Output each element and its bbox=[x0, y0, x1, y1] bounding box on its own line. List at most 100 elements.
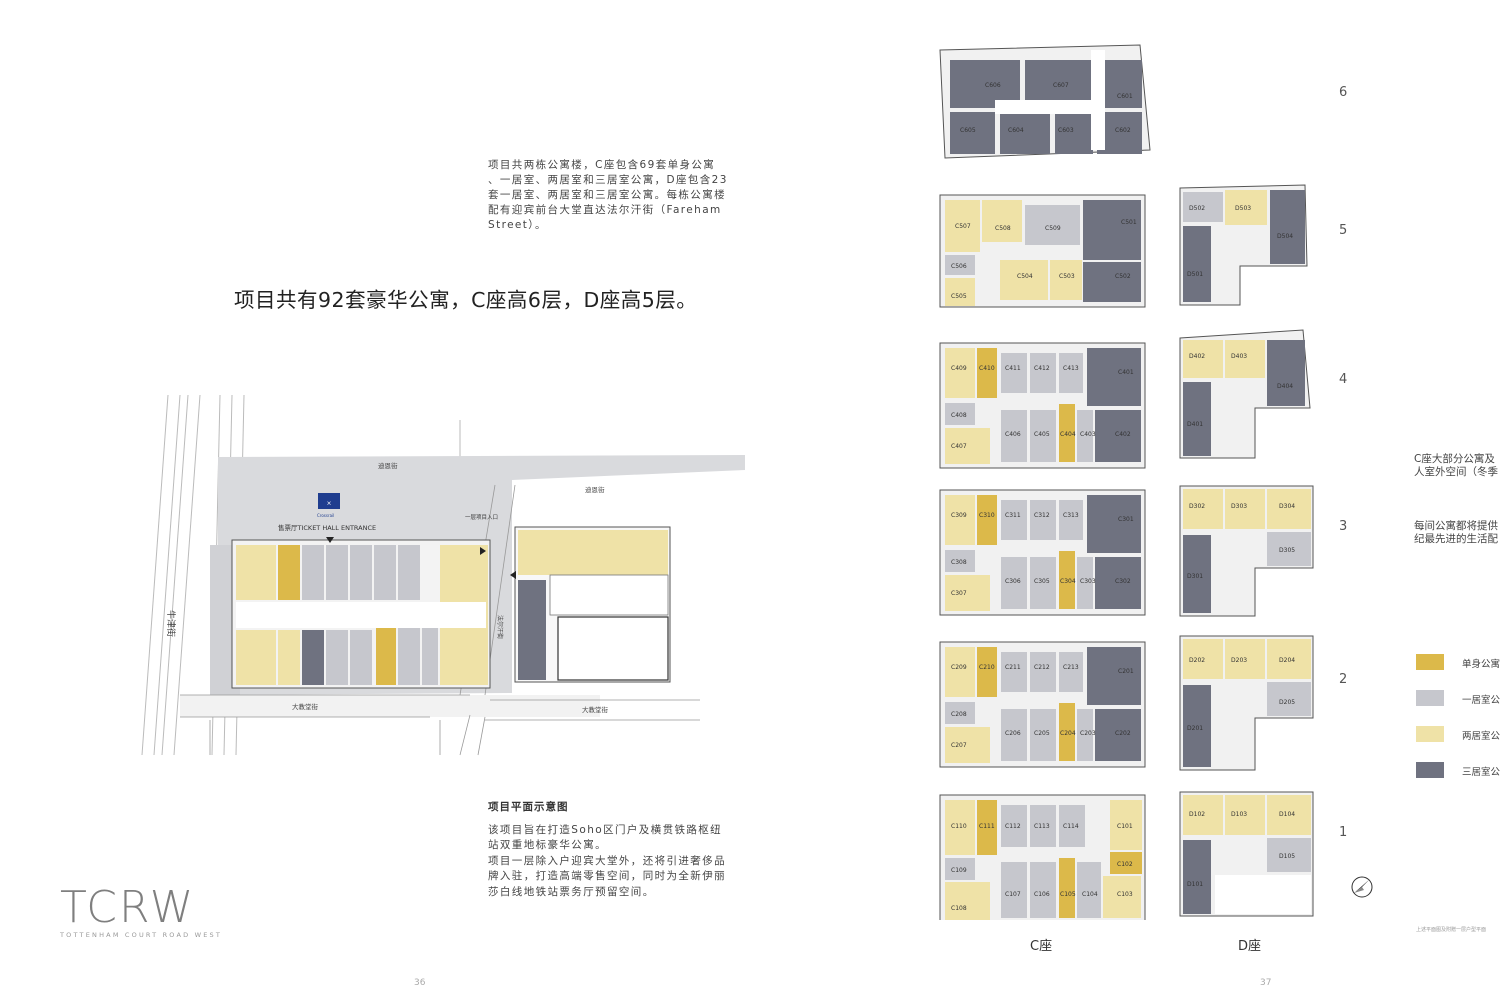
floor-plans: .w { fill:#f1f1f1; stroke:#555; stroke-w… bbox=[939, 44, 1314, 920]
unit-label: D204 bbox=[1279, 657, 1295, 664]
unit-label: D305 bbox=[1279, 547, 1295, 554]
unit-label: C113 bbox=[1034, 823, 1050, 830]
unit-label: D205 bbox=[1279, 699, 1295, 706]
d-floor-4: D402 D403 D404 D401 bbox=[1179, 329, 1311, 459]
caption-line: 莎白线地铁站票务厅预留空间。 bbox=[488, 885, 655, 898]
intro-line: 配有迎宾前台大堂直达法尔汗街（Fareham bbox=[488, 204, 722, 216]
unit-label: C308 bbox=[951, 559, 967, 566]
unit-label: C206 bbox=[1005, 730, 1021, 737]
crossrail-text: Crossrail bbox=[317, 513, 334, 518]
unit-label: C504 bbox=[1017, 273, 1033, 280]
legend-label: 单身公寓 bbox=[1462, 659, 1500, 670]
svg-text:⨯: ⨯ bbox=[326, 500, 331, 507]
unit-label: C508 bbox=[995, 225, 1011, 232]
entrance-label: 一层项目入口 bbox=[465, 514, 498, 521]
unit-label: C205 bbox=[1034, 730, 1050, 737]
unit-label: C411 bbox=[1005, 365, 1021, 372]
unit-label: C607 bbox=[1053, 82, 1069, 89]
unit-label: C310 bbox=[979, 512, 995, 519]
unit-label: C109 bbox=[951, 867, 967, 874]
caption-line: 牌入驻，打造高端零售空间，同时为全新伊丽 bbox=[488, 870, 726, 882]
floor-number: 4 bbox=[1339, 372, 1348, 387]
unit-label: D202 bbox=[1189, 657, 1205, 664]
footnote: 上述平面图及附赠一层户型平面 bbox=[1416, 927, 1487, 933]
c-floor-4: C409 C410 C411 C412 C413 C401 C408 C406 … bbox=[939, 342, 1146, 469]
legend-swatch bbox=[1416, 726, 1444, 742]
unit-label: C104 bbox=[1082, 891, 1098, 898]
unit-label: D101 bbox=[1187, 881, 1203, 888]
crossrail-logo bbox=[318, 493, 340, 509]
unit-label: D503 bbox=[1235, 205, 1251, 212]
unit-label: C303 bbox=[1080, 578, 1096, 585]
unit-label: C202 bbox=[1115, 730, 1131, 737]
unit-label: C506 bbox=[951, 263, 967, 270]
d-floor-1: D102 D103 D104 D105 D101 bbox=[1179, 791, 1314, 917]
unit-label: C403 bbox=[1080, 431, 1096, 438]
unit-label: D402 bbox=[1189, 353, 1205, 360]
c-floor-6: C606 C607 C601 C605 C604 C603 C602 bbox=[939, 44, 1151, 159]
unit-label: C402 bbox=[1115, 431, 1131, 438]
unit-label: C401 bbox=[1118, 369, 1134, 376]
intro-paragraph: 项目共两栋公寓楼，C座包含69套单身公寓 、一居室、两居室和三居室公寓，D座包含… bbox=[488, 158, 756, 233]
unit-label: C305 bbox=[1034, 578, 1050, 585]
unit-label: C112 bbox=[1005, 823, 1021, 830]
intro-line: 项目共两栋公寓楼，C座包含69套单身公寓 bbox=[488, 159, 716, 171]
unit-label: C307 bbox=[951, 590, 967, 597]
unit-label: D203 bbox=[1231, 657, 1247, 664]
site-plan: ⨯ Crossrail 迪恩街 迪恩街 售票厅TICKET HALL ENTRA… bbox=[141, 395, 745, 756]
plan-caption: 项目平面示意图 该项目旨在打造Soho区门户及横贯铁路枢纽 站双重地标豪华公寓。… bbox=[488, 800, 758, 900]
unit-label: C404 bbox=[1060, 431, 1076, 438]
unit-label: D303 bbox=[1231, 503, 1247, 510]
street-label-left: 牛津街 bbox=[165, 610, 177, 637]
unit-label: C601 bbox=[1117, 93, 1133, 100]
floor-number: 5 bbox=[1339, 223, 1348, 238]
unit-label: C106 bbox=[1034, 891, 1050, 898]
unit-label: C501 bbox=[1121, 219, 1137, 226]
caption-title: 项目平面示意图 bbox=[488, 801, 569, 813]
d-floor-5: D502 D503 D504 D501 bbox=[1179, 184, 1308, 306]
d-floor-3: D302 D303 D304 D305 D301 bbox=[1179, 485, 1314, 617]
floor-number: 2 bbox=[1339, 672, 1348, 687]
unit-label: C204 bbox=[1060, 730, 1076, 737]
unit-label: D104 bbox=[1279, 811, 1295, 818]
unit-label: C408 bbox=[951, 412, 967, 419]
unit-label: C606 bbox=[985, 82, 1001, 89]
unit-label: C406 bbox=[1005, 431, 1021, 438]
intro-line: Street）。 bbox=[488, 219, 547, 231]
tcrw-logo: TCRW bbox=[60, 882, 196, 933]
side-text-line: 人室外空间（冬季 bbox=[1414, 466, 1498, 478]
unit-label: C311 bbox=[1005, 512, 1021, 519]
unit-label: D201 bbox=[1187, 725, 1203, 732]
street-label-bottom-left: 大教堂街 bbox=[292, 702, 319, 711]
unit-label: D501 bbox=[1187, 271, 1203, 278]
unit-label: C207 bbox=[951, 742, 967, 749]
unit-label: C502 bbox=[1115, 273, 1131, 280]
unit-label: D102 bbox=[1189, 811, 1205, 818]
unit-label: C313 bbox=[1063, 512, 1079, 519]
unit-label: C413 bbox=[1063, 365, 1079, 372]
unit-label: C309 bbox=[951, 512, 967, 519]
unit-label: D302 bbox=[1189, 503, 1205, 510]
legend-label: 三居室公 bbox=[1462, 767, 1500, 778]
unit-label: C110 bbox=[951, 823, 967, 830]
c-floor-5: C507 C508 C509 C501 C506 C504 C503 C502 … bbox=[939, 194, 1146, 308]
legend-swatch bbox=[1416, 762, 1444, 778]
unit-label: C410 bbox=[979, 365, 995, 372]
unit-label: C603 bbox=[1058, 127, 1074, 134]
unit-label: C306 bbox=[1005, 578, 1021, 585]
unit-label: C412 bbox=[1034, 365, 1050, 372]
caption-line: 项目一层除入户迎宾大堂外，还将引进奢侈品 bbox=[488, 854, 726, 867]
unit-label: D404 bbox=[1277, 383, 1293, 390]
unit-label: D301 bbox=[1187, 573, 1203, 580]
unit-label: D103 bbox=[1231, 811, 1247, 818]
side-text-line: 纪最先进的生活配 bbox=[1414, 533, 1498, 545]
unit-label: C114 bbox=[1063, 823, 1079, 830]
d-floor-2: D202 D203 D204 D205 D201 bbox=[1179, 635, 1314, 771]
building-d-label: D座 bbox=[1238, 939, 1262, 954]
unit-label: C211 bbox=[1005, 664, 1021, 671]
tcrw-logo-subtitle: TOTTENHAM COURT ROAD WEST bbox=[60, 931, 223, 939]
side-text-line: 每间公寓都将提供 bbox=[1414, 520, 1498, 532]
unit-label: C108 bbox=[951, 905, 967, 912]
unit-label: C208 bbox=[951, 711, 967, 718]
unit-label: C107 bbox=[1005, 891, 1021, 898]
